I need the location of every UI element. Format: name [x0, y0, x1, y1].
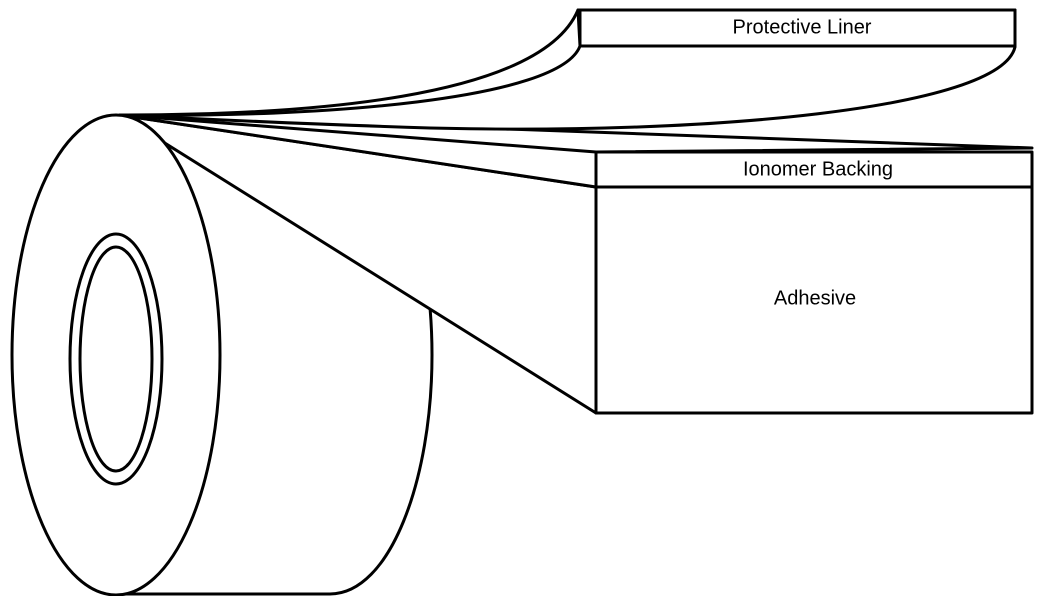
ionomer-backing-edge [118, 113, 598, 154]
protective-liner-curve [118, 44, 582, 117]
adhesive-label: Adhesive [774, 287, 856, 309]
adhesive-layer [594, 185, 1034, 415]
ionomer-backing-label: Ionomer Backing [743, 158, 893, 180]
protective-liner-fold [576, 8, 582, 48]
roll-core-inner-ring [78, 245, 154, 473]
protective-liner-label: Protective Liner [733, 16, 872, 38]
ionomer-backing-layer [594, 150, 1034, 189]
protective-liner-layer [578, 8, 1017, 48]
